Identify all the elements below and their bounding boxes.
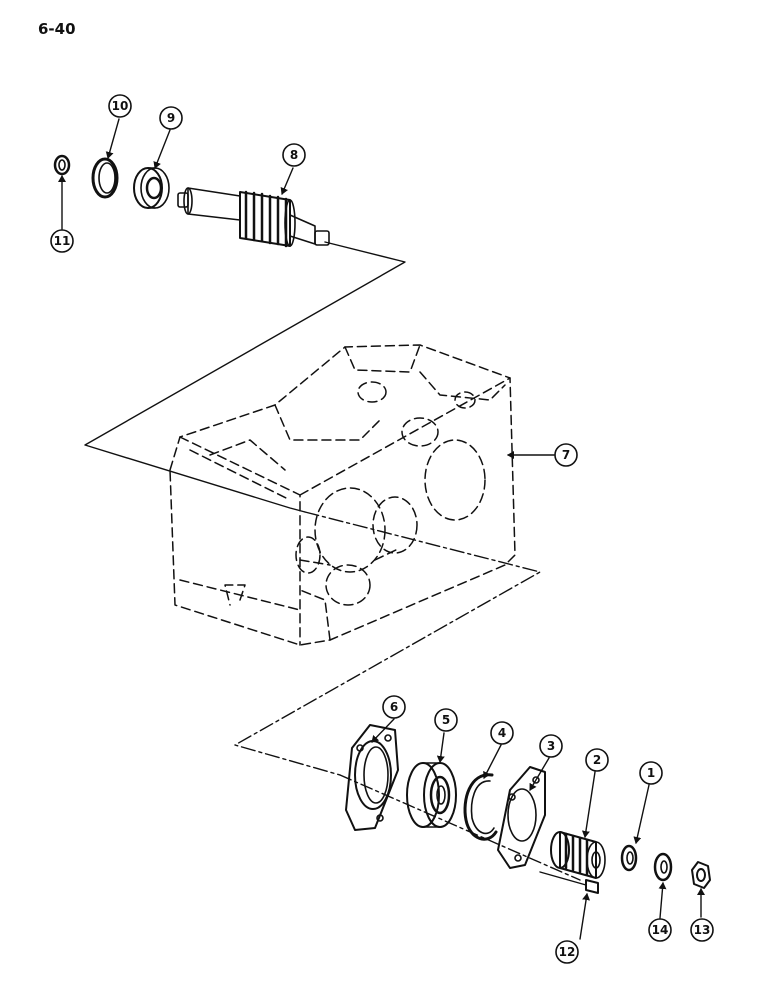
lower-axis-line: [234, 511, 541, 776]
part-4-snap-ring: [463, 773, 498, 841]
callout-4-label: 4: [498, 726, 506, 740]
callout-12: 12: [555, 940, 579, 964]
callout-14: 14: [648, 918, 672, 942]
upper-axis-line: [84, 241, 406, 513]
callout-12-label: 12: [559, 945, 576, 959]
callout-2: 2: [585, 748, 609, 772]
callout-3: 3: [539, 734, 563, 758]
part-3-cover-plate: [497, 766, 546, 869]
callout-9-label: 9: [167, 111, 175, 125]
part-9-bearing: [133, 167, 170, 209]
callout-13-label: 13: [694, 923, 711, 937]
transmission-housing: [169, 344, 516, 646]
callout-10-label: 10: [112, 99, 129, 113]
callout-7: 7: [554, 443, 578, 467]
callout-14-label: 14: [652, 923, 669, 937]
callout-11: 11: [50, 229, 74, 253]
part-14-washer: [653, 852, 673, 882]
part-6-retainer-plate: [345, 724, 399, 831]
callout-3-label: 3: [547, 739, 555, 753]
callout-1-label: 1: [647, 766, 655, 780]
callout-11-label: 11: [54, 234, 71, 248]
part-5-bearing: [406, 762, 457, 828]
callout-9: 9: [159, 106, 183, 130]
callout-8: 8: [282, 143, 306, 167]
assembly-axis-lines: [84, 241, 581, 881]
part-2-coupling-gear: [550, 831, 606, 879]
page-number: 6-40: [38, 20, 76, 38]
part-1-washer: [620, 844, 638, 872]
leader-arrows: [58, 118, 705, 940]
callout-5: 5: [434, 708, 458, 732]
callout-2-label: 2: [593, 753, 601, 767]
callout-8-label: 8: [290, 148, 298, 162]
part-12-cap-screw: [539, 871, 599, 894]
callout-6-label: 6: [390, 700, 398, 714]
part-8-gear-shaft: [177, 187, 330, 248]
part-10-snap-ring: [91, 157, 119, 199]
part-11-small-ring: [53, 154, 71, 176]
callout-13: 13: [690, 918, 714, 942]
callout-10: 10: [108, 94, 132, 118]
callout-5-label: 5: [442, 713, 450, 727]
front-axis-line: [339, 774, 581, 881]
part-13-hex-nut: [691, 861, 711, 889]
callout-4: 4: [490, 721, 514, 745]
callout-1: 1: [639, 761, 663, 785]
callout-6: 6: [382, 695, 406, 719]
callout-7-label: 7: [562, 448, 570, 462]
